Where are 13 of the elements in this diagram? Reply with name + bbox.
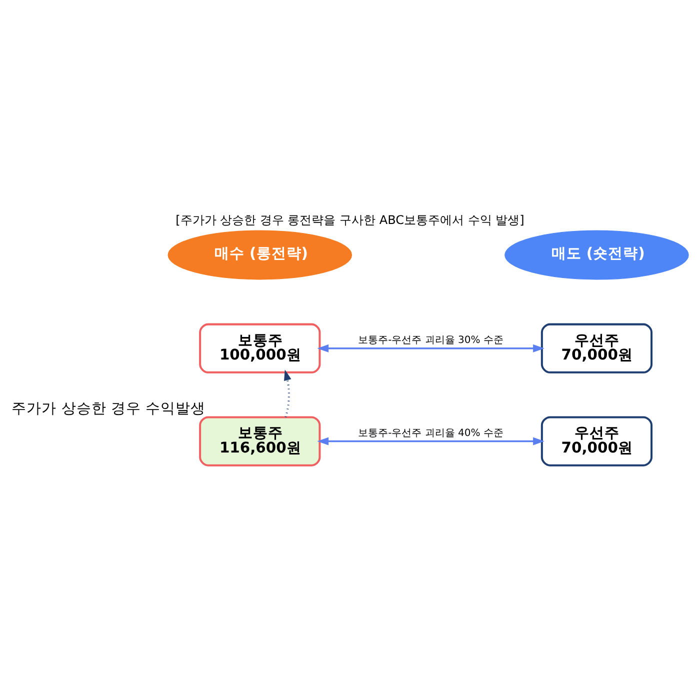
node-box: 우선주 70,000원 [540,323,653,374]
edge-label: 보통주-우선주 괴리율 30% 수준 [358,335,504,346]
node-ellipse: 매수 (롱전략) [168,230,352,280]
arrow [284,370,292,418]
arrow [317,344,544,352]
node-box: 보통주 100,000원 [199,323,321,374]
node-box: 우선주 70,000원 [540,416,653,466]
diagram-title: [주가가 상승한 경우 롱전략을 구사한 ABC보통주에서 수익 발생] [176,212,524,227]
node-ellipse: 매도 (숏전략) [504,230,689,280]
arrow [317,437,544,446]
node-label: 주가가 상승한 경우 수익발생 [12,400,206,417]
node-box: 보통주 116,600원 [199,416,321,466]
edge-label: 보통주-우선주 괴리율 40% 수준 [358,428,504,439]
